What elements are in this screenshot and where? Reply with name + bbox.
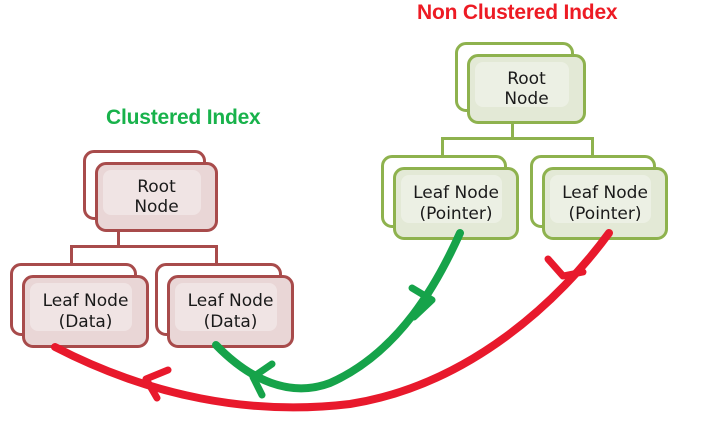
- clustered-leaf-node-right-label-line2: (Data): [203, 311, 258, 332]
- clustered-leaf-node-left-front-card: Leaf Node (Data): [22, 275, 149, 348]
- non-clustered-root-node-front-card: Root Node: [467, 54, 586, 124]
- non-clustered-connector-right-drop: [591, 137, 594, 155]
- non-clustered-connector-bar: [441, 137, 594, 140]
- red-pointer-arrow-head-end: [142, 366, 172, 402]
- non-clustered-leaf-node-left-label-line1: Leaf Node: [413, 183, 499, 204]
- non-clustered-leaf-node-left-label: Leaf Node (Pointer): [413, 183, 499, 223]
- non-clustered-leaf-node-left-label-line2: (Pointer): [419, 203, 493, 224]
- clustered-leaf-node-right-label-line1: Leaf Node: [187, 291, 274, 312]
- clustered-leaf-node-right-front-card: Leaf Node (Data): [167, 275, 294, 348]
- non-clustered-leaf-node-right-front-card: Leaf Node (Pointer): [542, 167, 668, 240]
- green-pointer-arrow-head-end: [249, 360, 276, 399]
- clustered-leaf-node-left-label-line2: (Data): [58, 311, 113, 332]
- non-clustered-leaf-node-left-front-card: Leaf Node (Pointer): [393, 167, 519, 240]
- clustered-leaf-node-left-label-line1: Leaf Node: [42, 291, 129, 312]
- non-clustered-leaf-node-right-label-line2: (Pointer): [568, 203, 642, 224]
- non-clustered-root-node-label-line2: Node: [504, 89, 549, 109]
- non-clustered-leaf-node-left[interactable]: Leaf Node (Pointer): [381, 155, 519, 240]
- clustered-connector-right-drop: [215, 245, 218, 263]
- clustered-index-title: Clustered Index: [106, 106, 261, 129]
- non-clustered-index-title: Non Clustered Index: [417, 1, 618, 24]
- non-clustered-leaf-node-right-label-line1: Leaf Node: [562, 183, 648, 204]
- clustered-root-node-label-line1: Root: [137, 176, 176, 197]
- clustered-root-node[interactable]: Root Node: [83, 150, 218, 232]
- clustered-root-node-front-card: Root Node: [95, 162, 218, 232]
- non-clustered-connector-root-stub: [511, 124, 514, 138]
- clustered-leaf-node-left-label: Leaf Node (Data): [43, 291, 129, 331]
- clustered-leaf-node-right[interactable]: Leaf Node (Data): [155, 263, 294, 348]
- clustered-leaf-node-right-label: Leaf Node (Data): [188, 291, 274, 331]
- non-clustered-root-node-label: Root Node: [504, 69, 548, 109]
- clustered-connector-bar: [70, 245, 218, 248]
- green-pointer-arrow-head-mid: [408, 284, 436, 321]
- non-clustered-root-node-label-line1: Root: [507, 68, 546, 89]
- non-clustered-leaf-node-right-label: Leaf Node (Pointer): [562, 183, 648, 223]
- non-clustered-connector-left-drop: [441, 137, 444, 155]
- clustered-connector-root-stub: [117, 232, 120, 246]
- clustered-connector-left-drop: [70, 245, 73, 263]
- clustered-leaf-node-left[interactable]: Leaf Node (Data): [10, 263, 149, 348]
- clustered-root-node-label-line2: Node: [134, 197, 179, 217]
- non-clustered-leaf-node-right[interactable]: Leaf Node (Pointer): [530, 155, 668, 240]
- red-pointer-arrow-head-mid: [544, 255, 587, 280]
- clustered-root-node-label: Root Node: [134, 177, 178, 217]
- non-clustered-root-node[interactable]: Root Node: [455, 42, 586, 124]
